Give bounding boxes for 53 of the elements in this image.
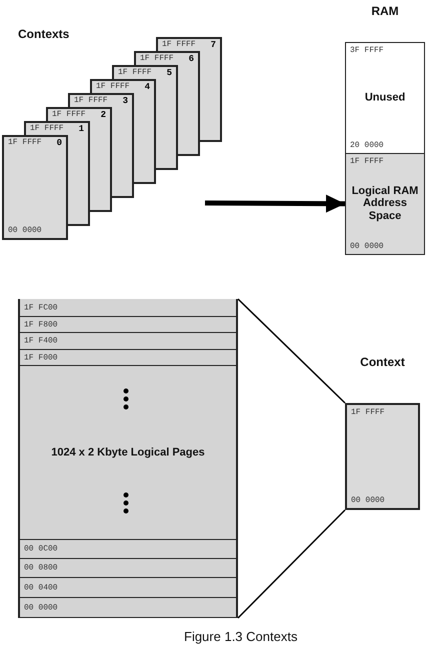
address-text: 1F F000 [24,353,58,362]
page-row [20,317,236,333]
page-row [20,578,236,598]
memory-segment [345,152,425,255]
page-row [20,540,236,559]
card-number: 2 [100,110,106,120]
address-text: 00 0000 [351,496,385,505]
page-table [18,299,238,618]
segment-label: Unused [364,92,406,104]
address-text: 00 0C00 [24,544,58,554]
address-text: 00 0800 [24,564,58,572]
address-text: 20 0000 [350,141,384,150]
address-text: 00 0000 [8,226,42,235]
card-number: 4 [144,82,150,92]
address-text: 1F FC00 [24,303,58,312]
column-heading: RAM [370,4,400,18]
context-heading: Context [359,355,406,369]
card-number: 0 [56,138,62,148]
card-number: 7 [210,40,216,50]
page-row [20,598,236,618]
address-text: 00 0000 [24,603,58,612]
address-text: 1F F800 [24,320,58,329]
address-text: 1F F400 [24,336,58,346]
card-number: 1 [78,124,84,134]
address-text: 1F FFFF [140,54,174,63]
address-text: 1F FFFF [8,138,42,147]
address-text: 1F FFFF [96,82,130,91]
address-text: 00 0000 [350,242,384,251]
figure-caption: Figure 1.3 Contexts [184,629,298,644]
pages-label: 1024 x 2 Kbyte Logical Pages [50,446,206,459]
address-text: 1F FFFF [351,408,385,417]
address-text: 00 0400 [24,583,58,592]
page-row [20,299,236,317]
address-text: 1F FFFF [162,40,196,49]
page-row [20,333,236,350]
connector-line [237,298,346,404]
group-heading: Contexts [18,27,70,41]
connector-line [237,509,346,619]
card-number: 6 [188,54,194,64]
segment-label: Logical RAM Address Space [350,184,420,223]
address-text: 1F FFFF [74,96,108,105]
card-number: 3 [122,96,128,106]
arrow [204,194,346,213]
memory-segment [345,42,425,154]
address-text: 1F FFFF [118,68,152,77]
pages-region [20,366,236,540]
page-row [20,350,236,366]
address-text: 1F FFFF [52,110,86,119]
card-number: 5 [166,68,172,78]
page-row [20,559,236,578]
address-text: 1F FFFF [30,124,64,133]
address-text: 1F FFFF [350,156,384,166]
address-text: 3F FFFF [350,46,384,55]
